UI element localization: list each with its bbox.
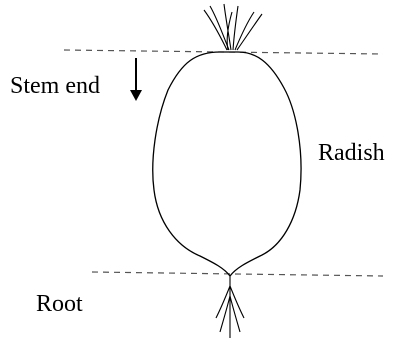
root-label: Root — [36, 291, 83, 317]
leaf-tuft — [203, 3, 263, 51]
down-arrow-icon — [130, 58, 142, 101]
root-dashed-line — [91, 271, 384, 277]
stem-end-label: Stem end — [10, 73, 100, 99]
root-strands — [215, 276, 245, 338]
radish-body — [152, 51, 302, 278]
radish-label: Radish — [318, 140, 385, 166]
